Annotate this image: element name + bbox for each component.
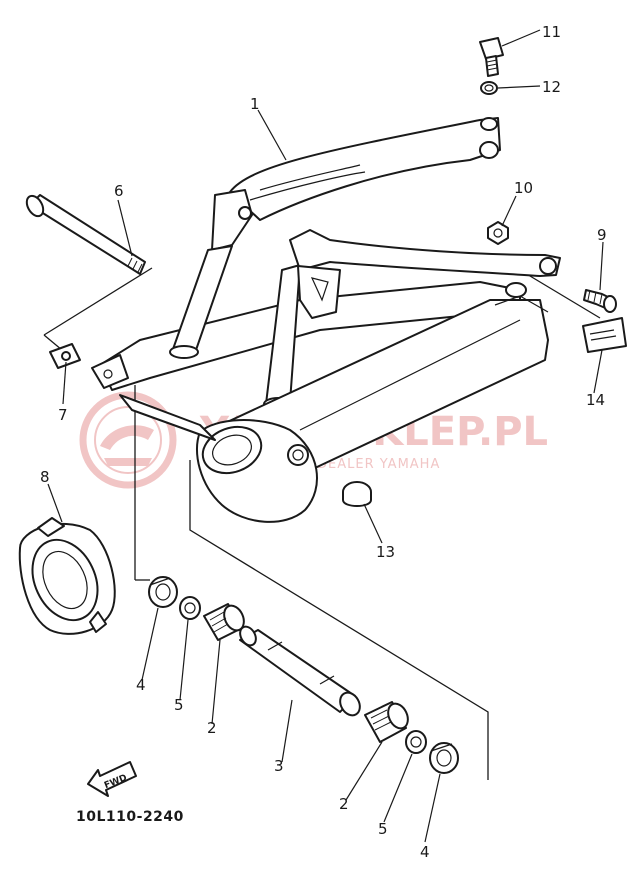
watermark-logo bbox=[79, 391, 177, 489]
swingarm-body bbox=[91, 229, 561, 523]
callout-11: 11 bbox=[542, 23, 561, 41]
callout-7: 7 bbox=[58, 406, 68, 424]
callout-6: 6 bbox=[114, 182, 124, 200]
part-5-washer-right bbox=[405, 730, 427, 754]
guide-line-bolt-6 bbox=[43, 267, 153, 336]
callout-1: 1 bbox=[250, 95, 260, 113]
callout-8: 8 bbox=[40, 468, 50, 486]
guide-line-bolt-9 bbox=[519, 269, 601, 319]
part-6-pivot-bolt bbox=[25, 194, 146, 275]
part-5-washer-left bbox=[179, 596, 201, 620]
callout-9: 9 bbox=[597, 226, 607, 244]
callout-3: 3 bbox=[274, 757, 284, 775]
drawing-code: 10L110-2240 bbox=[76, 809, 184, 825]
part-9-bolt bbox=[583, 289, 617, 313]
callout-14: 14 bbox=[586, 391, 605, 409]
part-4-bushing-right bbox=[429, 742, 459, 774]
part-12-nut bbox=[480, 81, 498, 95]
part-3-collar bbox=[239, 625, 361, 717]
part-1-relay-arm bbox=[211, 117, 501, 251]
fwd-arrow-icon: FWD bbox=[87, 761, 137, 797]
callout-4-left: 4 bbox=[136, 676, 146, 694]
callout-5-right: 5 bbox=[378, 820, 388, 838]
part-11-bolt bbox=[479, 37, 504, 77]
callout-13: 13 bbox=[376, 543, 395, 561]
part-7-washer-plate bbox=[49, 343, 81, 369]
callout-4-right: 4 bbox=[420, 843, 430, 861]
callout-labels: 1 2 2 3 4 4 5 5 6 7 8 9 10 11 12 13 14 bbox=[40, 23, 607, 861]
callout-2-left: 2 bbox=[207, 719, 217, 737]
part-8-cover bbox=[18, 517, 116, 635]
guide-line-right-pivot bbox=[189, 460, 489, 780]
part-13-cap bbox=[342, 481, 372, 507]
part-2-bearing-left bbox=[203, 603, 245, 641]
callout-5-left: 5 bbox=[174, 696, 184, 714]
callout-leader-lines bbox=[47, 29, 604, 843]
callout-12: 12 bbox=[542, 78, 561, 96]
part-4-bushing-left bbox=[148, 576, 178, 608]
part-10-nut bbox=[487, 221, 509, 245]
assembly-guide-lines bbox=[43, 267, 601, 780]
callout-2-right: 2 bbox=[339, 795, 349, 813]
part-14-plate bbox=[582, 317, 627, 353]
callout-10: 10 bbox=[514, 179, 533, 197]
part-2-bearing-right bbox=[364, 701, 409, 743]
